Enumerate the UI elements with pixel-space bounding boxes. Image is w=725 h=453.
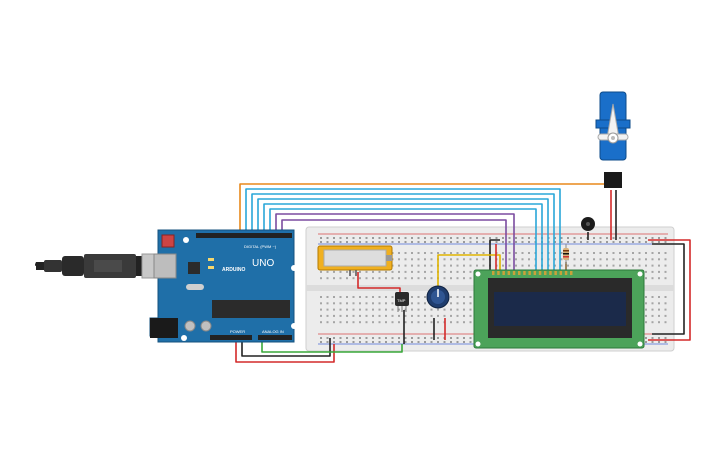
wire-cyan-3 [257,198,549,270]
wire-purple-1 [275,213,515,270]
lcd-pin-header [492,271,573,275]
digital-pwm-label: DIGITAL (PWM ~) [244,244,277,249]
capacitor [184,320,196,332]
reset-button[interactable] [161,234,175,248]
arduino-model: UNO [252,258,274,269]
wire-cyan-1 [245,188,561,270]
wire-rail-red-right [648,239,691,341]
dc-jack [150,318,178,338]
sensor-label: TMP [397,298,406,303]
wires [235,182,691,363]
analog-header [258,335,292,340]
analog-in-label: ANALOG IN [262,329,284,334]
usb-cable-icon[interactable] [35,253,173,279]
potentiometer-knob-icon[interactable] [426,285,450,309]
lcd-16x2-icon[interactable] [473,269,645,349]
wire-purple-2 [281,219,507,270]
arduino-brand: ARDUINO [222,267,245,273]
power-label: POWER [230,329,245,334]
wire-yellow-pot [437,254,501,288]
capacitor [200,320,212,332]
slide-switch-module[interactable] [317,245,393,276]
wire-red-gnd-left [235,340,335,363]
wire-cyan-5 [269,208,537,270]
usb-ic [188,262,200,274]
temperature-sensor[interactable]: TMP [395,292,409,312]
usb-port [153,253,177,279]
piezo-buzzer-icon[interactable] [581,217,595,231]
wire-black-lcd [489,239,500,270]
power-header [210,335,252,340]
digital-header [196,233,292,238]
crystal [186,284,204,290]
resistor[interactable] [563,244,569,264]
wire-black-gnd-left [241,338,331,357]
arduino-uno-board[interactable]: ARDUINO UNO DIGITAL (PWM ~) POWER ANALOG… [149,229,297,343]
microcontroller-chip [212,300,290,318]
wire-green-analog [261,340,403,353]
servo-motor-icon[interactable] [595,91,631,188]
wire-cyan-4 [263,203,543,270]
wire-rail-black-right [652,243,685,335]
wire-cyan-2 [251,193,555,270]
